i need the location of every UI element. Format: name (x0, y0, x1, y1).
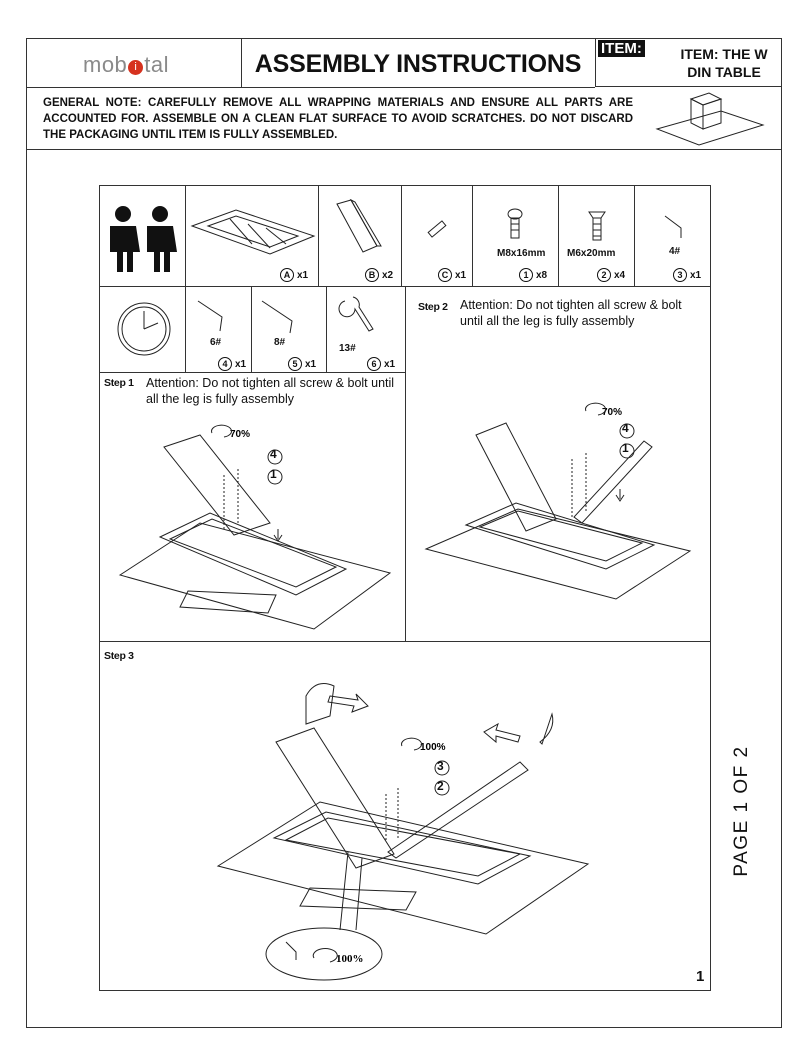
people-cell (100, 186, 186, 287)
step-1-torque: 70% (230, 429, 250, 440)
step-1-label: Step 1 (104, 377, 134, 389)
step-1-diagram: 70% (118, 424, 392, 630)
step-2-panel: Step 2 Attention: Do not tighten all scr… (406, 287, 710, 642)
part-c-qty: x1 (455, 270, 467, 281)
step-3-callout-2: 2 (437, 779, 444, 793)
part-a-qty: x1 (297, 270, 309, 281)
part-1-qty: x8 (536, 270, 548, 281)
part-b-qty: x2 (382, 270, 394, 281)
item-box: ITEM: ITEM: THE W DIN TABLE (595, 39, 781, 87)
two-people-icon (110, 206, 177, 272)
bolt-m6-icon (588, 211, 606, 241)
tool-6-spec: 13# (339, 343, 356, 354)
allen-key-8-icon (261, 300, 293, 334)
step-2-label: Step 2 (418, 301, 448, 313)
clock-icon (117, 302, 171, 356)
step-1-attention: Attention: Do not tighten all screw & bo… (146, 376, 395, 406)
part-2-badge: 2 (597, 268, 611, 282)
step-2-callout-4: 4 (622, 421, 629, 435)
step-1-callout-1: 1 (270, 467, 277, 481)
flat-surface-box-icon (655, 92, 765, 146)
page-title: ASSEMBLY INSTRUCTIONS (241, 39, 595, 88)
step-2-callout-1: 1 (622, 441, 629, 455)
item-tag: ITEM: (598, 40, 645, 57)
step-3-panel: Step 3 100% 100% 3 2 1 (100, 642, 710, 990)
item-name: ITEM: THE W DIN TABLE (680, 46, 768, 80)
part-a-badge: A (280, 268, 294, 282)
part-3-spec: 4# (669, 246, 681, 257)
tool-4-spec: 6# (210, 337, 222, 348)
tool-4-badge: 4 (218, 357, 232, 371)
allen-key-6-icon (197, 300, 223, 332)
part-1-spec: M8x16mm (497, 248, 546, 259)
page-label: PAGE 1 OF 2 (731, 745, 752, 877)
leg-part-icon (336, 198, 382, 253)
part-2-spec: M6x20mm (567, 248, 616, 259)
tool-5-badge: 5 (288, 357, 302, 371)
wrench-icon (338, 296, 374, 332)
page-number: 1 (696, 968, 705, 985)
part-1-badge: 1 (519, 268, 533, 282)
connector-part-icon (427, 220, 447, 238)
step-3-callout-3: 3 (437, 759, 444, 773)
step-1-callout-4: 4 (270, 447, 277, 461)
part-b-badge: B (365, 268, 379, 282)
step-3-torque: 100% (420, 742, 446, 753)
tool-6-badge: 6 (367, 357, 381, 371)
clock-cell (100, 287, 186, 373)
frame-part-icon (190, 209, 316, 255)
step-3-label: Step 3 (104, 650, 134, 662)
part-3-badge: 3 (673, 268, 687, 282)
tool-4-qty: x1 (235, 359, 247, 370)
general-note: GENERAL NOTE: CAREFULLY REMOVE ALL WRAPP… (43, 97, 633, 141)
step-2-diagram: 70% (424, 402, 692, 600)
tool-6-qty: x1 (384, 359, 396, 370)
bolt-m8-icon (507, 208, 523, 239)
step-1-panel: Step 1 Attention: Do not tighten all scr… (100, 373, 406, 642)
tool-5-spec: 8# (274, 337, 286, 348)
step-2-torque: 70% (602, 407, 622, 418)
part-c-badge: C (438, 268, 452, 282)
step-3-detail-torque: 100% (336, 953, 364, 965)
part-3-qty: x1 (690, 270, 702, 281)
step-3-diagram: 100% 100% (216, 683, 590, 981)
part-2-qty: x4 (614, 270, 626, 281)
allen-key-4-icon (664, 215, 682, 238)
step-2-attention: Attention: Do not tighten all screw & bo… (460, 298, 682, 328)
tool-5-qty: x1 (305, 359, 317, 370)
